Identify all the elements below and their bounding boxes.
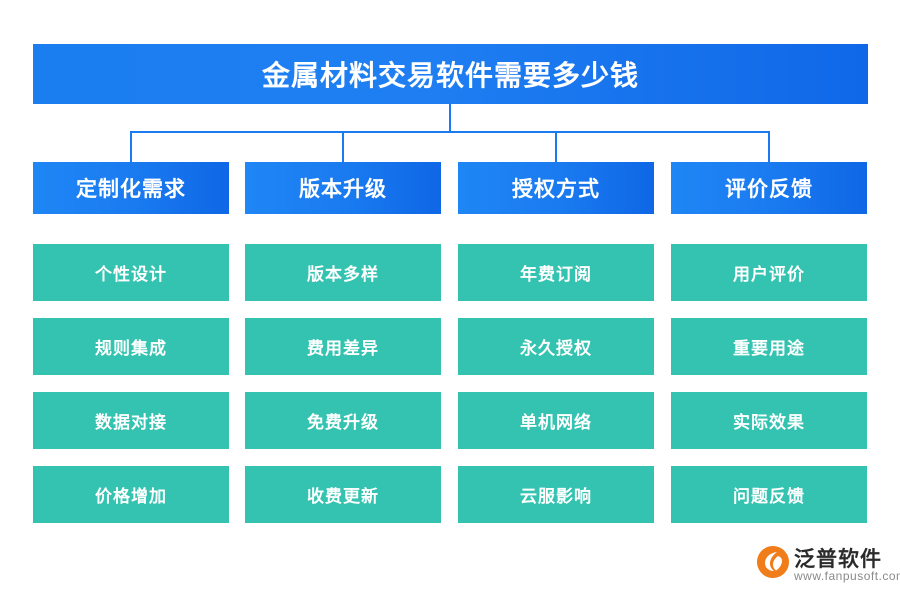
diagram-title-bar: 金属材料交易软件需要多少钱	[33, 44, 868, 104]
leaf-box-1-1[interactable]: 个性设计	[33, 244, 229, 301]
leaf-label-4-2: 重要用途	[733, 339, 805, 358]
leaf-label-1-2: 规则集成	[95, 339, 167, 358]
leaf-label-4-4: 问题反馈	[733, 487, 805, 506]
leaf-box-3-2[interactable]: 永久授权	[458, 318, 654, 375]
category-label-1: 定制化需求	[76, 178, 186, 201]
leaf-box-1-4[interactable]: 价格增加	[33, 466, 229, 523]
leaf-label-3-1: 年费订阅	[520, 265, 592, 284]
leaf-label-1-1: 个性设计	[95, 265, 167, 284]
leaf-box-3-4[interactable]: 云服影响	[458, 466, 654, 523]
leaf-label-1-4: 价格增加	[95, 487, 167, 506]
logo-name-cn: 泛普软件	[794, 548, 882, 571]
page-title: 金属材料交易软件需要多少钱	[261, 60, 639, 91]
leaf-box-2-3[interactable]: 免费升级	[245, 392, 441, 449]
leaf-label-2-4: 收费更新	[307, 487, 379, 506]
logo-url: www.fanpusoft.com	[794, 569, 900, 583]
brand-logo: 泛普软件 www.fanpusoft.com	[756, 543, 900, 587]
fanpu-logo-icon	[757, 546, 789, 578]
connector-horizontal-span	[130, 131, 770, 162]
category-label-4: 评价反馈	[725, 178, 813, 201]
leaf-label-4-3: 实际效果	[733, 413, 805, 432]
leaf-box-4-3[interactable]: 实际效果	[671, 392, 867, 449]
category-box-2[interactable]: 版本升级	[245, 162, 441, 214]
leaf-label-3-4: 云服影响	[520, 487, 592, 506]
leaf-box-4-2[interactable]: 重要用途	[671, 318, 867, 375]
leaf-box-1-2[interactable]: 规则集成	[33, 318, 229, 375]
leaf-label-3-2: 永久授权	[520, 339, 592, 358]
category-box-4[interactable]: 评价反馈	[671, 162, 867, 214]
leaf-label-4-1: 用户评价	[733, 265, 805, 284]
leaf-label-2-3: 免费升级	[307, 413, 379, 432]
leaf-box-4-1[interactable]: 用户评价	[671, 244, 867, 301]
leaf-label-3-3: 单机网络	[520, 413, 592, 432]
leaf-box-2-4[interactable]: 收费更新	[245, 466, 441, 523]
category-box-1[interactable]: 定制化需求	[33, 162, 229, 214]
leaf-box-1-3[interactable]: 数据对接	[33, 392, 229, 449]
leaf-label-2-2: 费用差异	[307, 339, 379, 358]
leaf-box-2-1[interactable]: 版本多样	[245, 244, 441, 301]
leaf-box-2-2[interactable]: 费用差异	[245, 318, 441, 375]
category-box-3[interactable]: 授权方式	[458, 162, 654, 214]
leaf-label-1-3: 数据对接	[95, 413, 167, 432]
category-label-3: 授权方式	[512, 178, 600, 201]
leaf-box-4-4[interactable]: 问题反馈	[671, 466, 867, 523]
leaf-box-3-3[interactable]: 单机网络	[458, 392, 654, 449]
leaf-label-2-1: 版本多样	[307, 265, 379, 284]
leaf-box-3-1[interactable]: 年费订阅	[458, 244, 654, 301]
category-label-2: 版本升级	[299, 178, 387, 201]
